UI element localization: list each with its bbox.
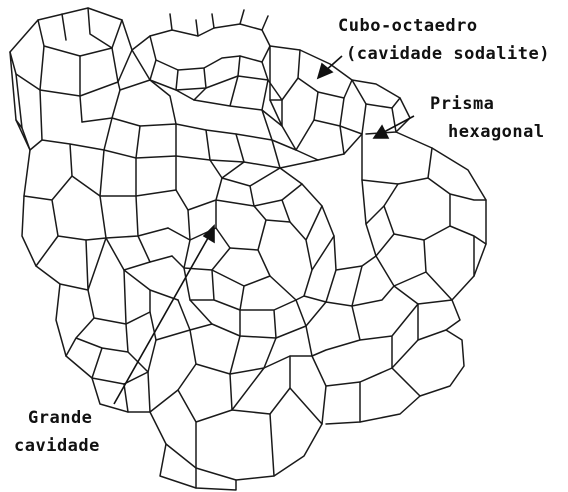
prism-label-line2: hexagonal [448, 122, 545, 142]
sodalite-cage-bottom-right [312, 256, 464, 424]
sodalite-cage-right [362, 132, 486, 304]
cavity-pointer-arrowhead [204, 226, 214, 242]
prism-label-line1: Prisma [430, 94, 494, 114]
sodalite-label-line1: Cubo-octaedro [338, 16, 478, 36]
sodalite-cage-bottom-center [148, 300, 326, 480]
cavity-label-line1: Grande [28, 408, 92, 428]
sodalite-cage-left [16, 118, 112, 290]
supercage-window-ring [168, 160, 336, 338]
supercage-central [100, 76, 318, 300]
cavity-label-line2: cavidade [14, 436, 100, 456]
top-rim [132, 10, 270, 90]
cavity-pointer-arrow-line [114, 238, 208, 404]
sodalite-cage-upper-left [10, 8, 132, 150]
sodalite-label-line2: (cavidade sodalite) [346, 44, 550, 64]
hexagonal-prism-upper-right [352, 80, 410, 134]
